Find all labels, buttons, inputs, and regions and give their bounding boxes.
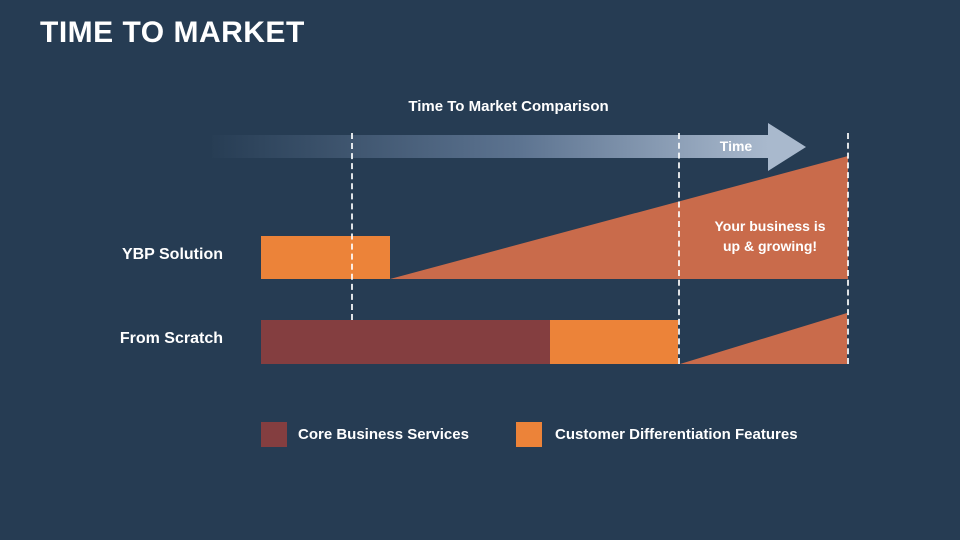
growth-annotation: Your business is up & growing! bbox=[690, 216, 848, 256]
ybp-growth-triangle: Your business is up & growing! bbox=[390, 156, 848, 279]
growth-annotation-line1: Your business is bbox=[714, 218, 826, 234]
legend-swatch-differentiation bbox=[516, 422, 542, 447]
from-scratch-growth-triangle bbox=[680, 313, 847, 364]
legend-label-differentiation: Customer Differentiation Features bbox=[555, 426, 798, 443]
page-title: TIME TO MARKET bbox=[40, 16, 305, 49]
time-arrowhead-icon bbox=[768, 123, 806, 171]
dashed-divider-1 bbox=[351, 133, 353, 320]
ybp-row-label: YBP Solution bbox=[121, 246, 223, 263]
from-scratch-features-bar bbox=[550, 320, 678, 364]
chart-heading: Time To Market Comparison bbox=[408, 98, 609, 115]
growth-annotation-line2: up & growing! bbox=[722, 238, 818, 254]
legend-label-core-business: Core Business Services bbox=[298, 426, 469, 443]
dashed-divider-3 bbox=[847, 133, 849, 364]
ybp-features-bar bbox=[261, 236, 390, 279]
from-scratch-row-label: From Scratch bbox=[119, 330, 223, 347]
legend-swatch-core-business bbox=[261, 422, 287, 447]
dashed-divider-2 bbox=[678, 133, 680, 364]
time-arrow-body bbox=[212, 135, 768, 158]
time-axis-label: Time bbox=[719, 138, 753, 154]
from-scratch-core-bar bbox=[261, 320, 550, 364]
